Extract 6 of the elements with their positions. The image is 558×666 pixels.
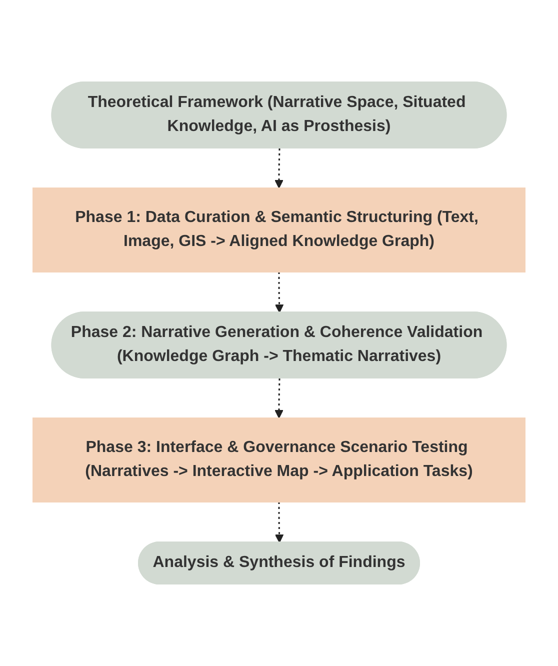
- arrow: [274, 148, 284, 188]
- node-box: Phase 1: Data Curation & Semantic Structuring (Text, Image, GIS -> Aligned Knowledge Graph): [32, 188, 526, 272]
- arrow: [274, 502, 284, 543]
- arrow: [274, 378, 284, 418]
- arrow: [274, 272, 284, 313]
- node-box: Phase 3: Interface & Governance Scenario Testing (Narratives -> Interactive Map -> Application Tasks): [32, 418, 526, 502]
